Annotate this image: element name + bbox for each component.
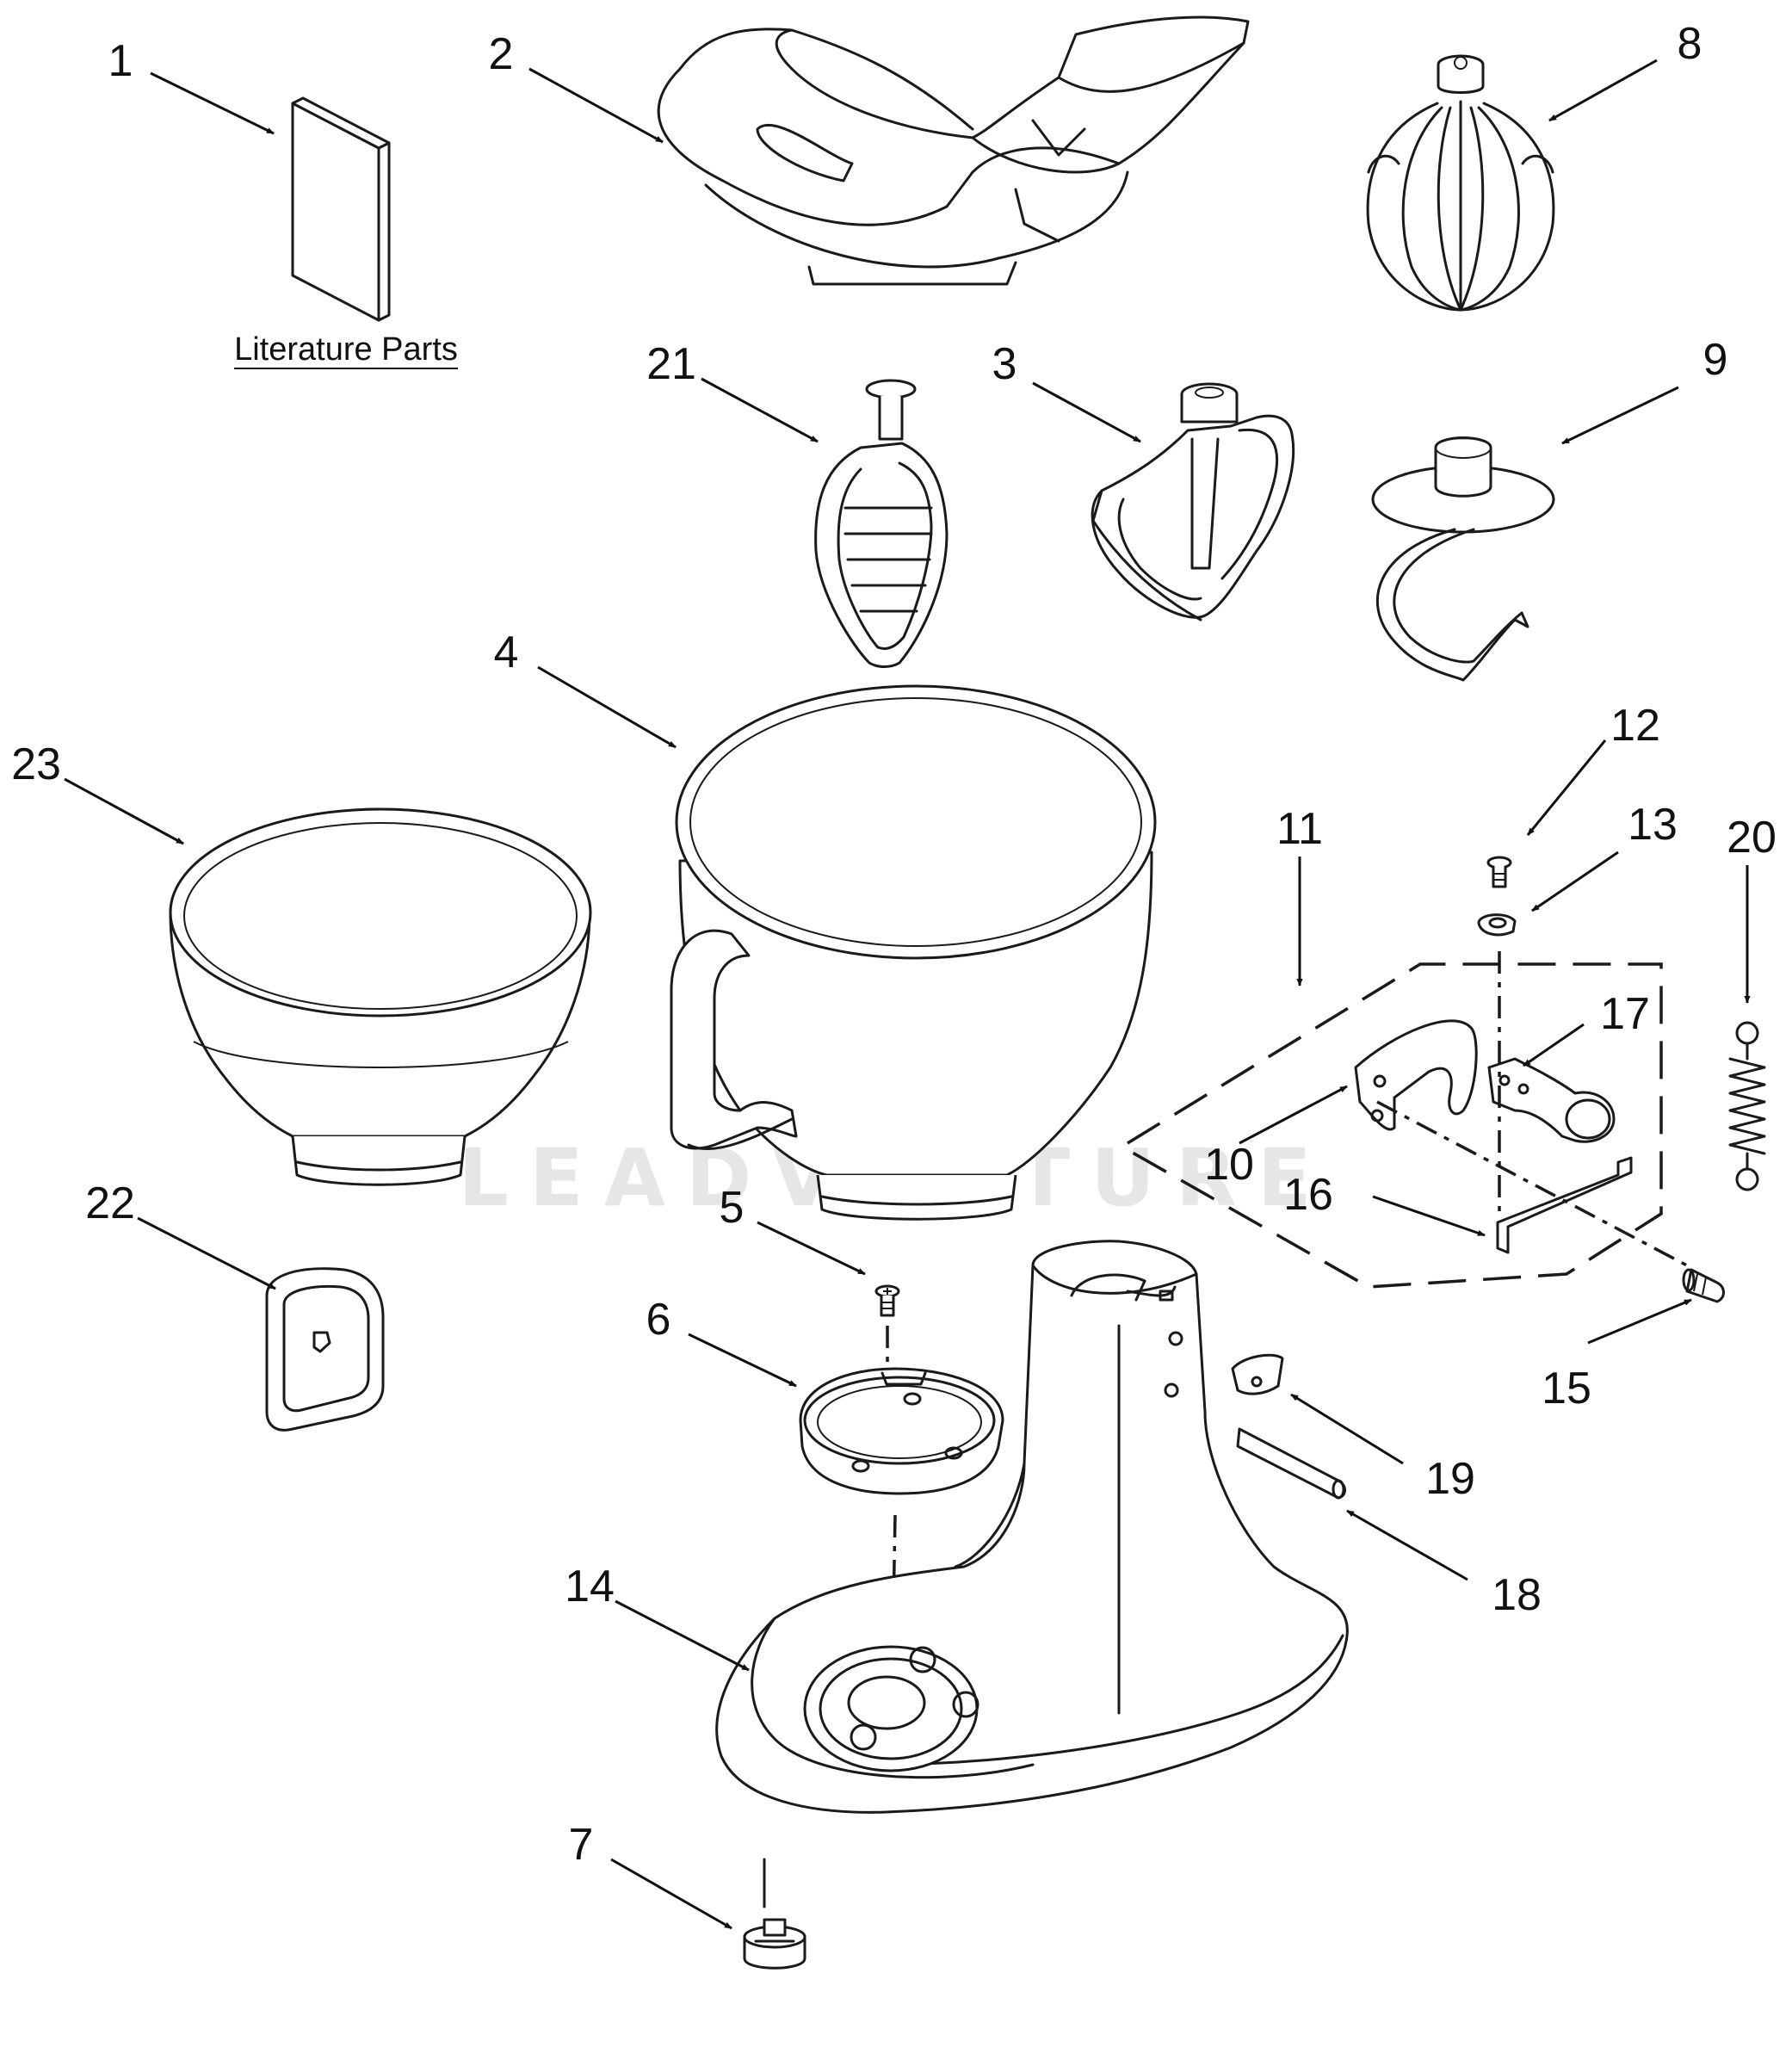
washer[interactable]: [1477, 913, 1517, 937]
callout-16: 16: [1283, 1170, 1333, 1220]
bowl-clamping-plate[interactable]: [799, 1367, 1004, 1495]
rubber-foot[interactable]: [743, 1918, 806, 1970]
callout-7: 7: [569, 1820, 594, 1870]
callout-6: 6: [646, 1295, 671, 1345]
literature-parts-label: Literature Parts: [234, 331, 458, 368]
callout-13: 13: [1628, 800, 1678, 850]
callout-19: 19: [1425, 1454, 1475, 1504]
callout-10: 10: [1204, 1140, 1254, 1190]
callout-arrows: [64, 59, 1751, 1930]
centerline-15: [1376, 1100, 1688, 1267]
hinge-screw[interactable]: [1486, 856, 1512, 888]
hinge-pin[interactable]: [1682, 1268, 1725, 1303]
callout-15: 15: [1542, 1364, 1591, 1413]
lock-lever[interactable]: [1487, 1057, 1616, 1143]
hinge-cover[interactable]: [1231, 1353, 1284, 1395]
callout-11: 11: [1276, 804, 1323, 854]
pouring-shield[interactable]: [657, 15, 1250, 286]
bowl-clamp-screw[interactable]: [874, 1284, 900, 1317]
wire-whip[interactable]: [1366, 54, 1555, 312]
assembly-boundary: [1118, 962, 1663, 1289]
mixing-bowl-secondary[interactable]: [169, 807, 592, 1186]
spring[interactable]: [1728, 1021, 1766, 1191]
callout-20: 20: [1727, 813, 1777, 863]
callout-22: 22: [85, 1178, 135, 1228]
callout-23: 23: [11, 739, 61, 789]
dough-hook[interactable]: [1371, 436, 1555, 682]
literature-parts-booklet[interactable]: Literature Parts: [234, 96, 458, 369]
hinge-bracket[interactable]: [1354, 1019, 1478, 1131]
callout-12: 12: [1610, 701, 1660, 751]
callout-9: 9: [1703, 335, 1728, 385]
callout-21: 21: [646, 339, 696, 389]
lock-rod[interactable]: [1496, 1156, 1633, 1254]
mixing-bowl[interactable]: [670, 684, 1157, 1221]
callout-14: 14: [565, 1562, 615, 1611]
trim-badge[interactable]: [265, 1267, 385, 1432]
callout-1: 1: [108, 36, 133, 86]
callout-17: 17: [1600, 989, 1650, 1039]
callout-18: 18: [1492, 1570, 1542, 1620]
callout-5: 5: [720, 1183, 745, 1233]
callout-3: 3: [992, 339, 1017, 389]
flat-beater[interactable]: [1091, 382, 1295, 622]
callout-numbers: 1 2 3 4 5 6 7 8 9 10 11 12 13 14 15 16 1…: [11, 19, 1777, 1870]
callout-2: 2: [489, 29, 514, 79]
pedestal-base[interactable]: [715, 1240, 1349, 1814]
flex-edge-beater[interactable]: [814, 379, 949, 668]
hinge-pin-long[interactable]: [1236, 1427, 1346, 1500]
callout-8: 8: [1678, 19, 1702, 69]
callout-4: 4: [494, 628, 519, 677]
